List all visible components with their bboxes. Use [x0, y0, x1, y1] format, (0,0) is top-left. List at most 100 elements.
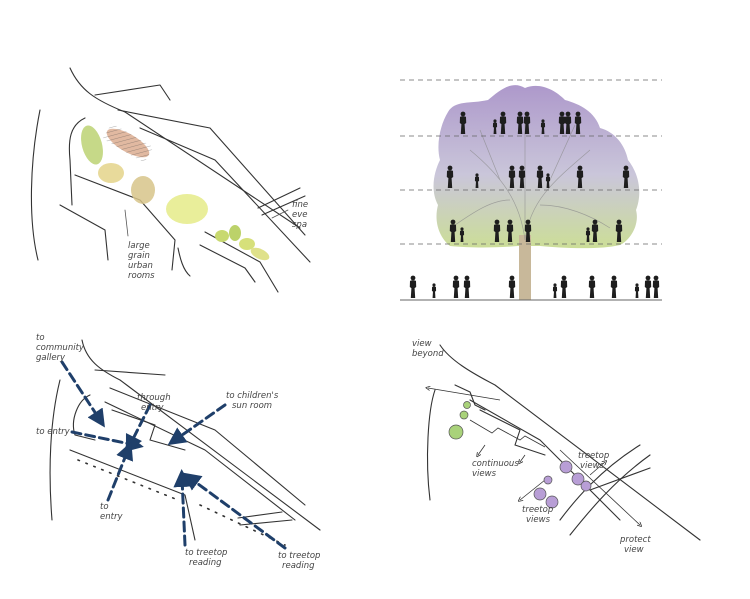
person-head [635, 283, 639, 287]
person-silhouette [523, 116, 531, 134]
label-treetop-reading: to treetop reading [278, 551, 323, 571]
site-plan-lines [426, 344, 701, 541]
person-head [559, 111, 565, 117]
large-grain-room [166, 194, 208, 224]
label-entry-bottom: to entry [100, 502, 123, 522]
person-silhouette [499, 116, 507, 134]
panel-tree-section [400, 79, 662, 301]
section-levels [400, 79, 662, 301]
person-silhouette [576, 170, 584, 188]
person-head [519, 165, 525, 171]
person-silhouette [545, 176, 551, 188]
person-head [460, 111, 466, 117]
person-head [493, 119, 497, 123]
person-silhouette [644, 280, 652, 298]
site-plan-lines [49, 339, 321, 541]
label-community-gallery: to community gallery [36, 333, 87, 363]
site-plan-lines [30, 67, 311, 293]
person-head [575, 111, 581, 117]
people-silhouettes [409, 111, 660, 298]
person-head [517, 111, 523, 117]
person-silhouette [564, 116, 572, 134]
panel-circulation: to community gallery to entry through en… [36, 333, 323, 571]
person-head [500, 111, 506, 117]
person-head [507, 219, 513, 225]
person-head [645, 275, 651, 281]
label-through-entry: through entry [137, 393, 173, 413]
person-head [525, 219, 531, 225]
large-grain-room [98, 163, 124, 183]
person-head [453, 275, 459, 281]
person-head [509, 275, 515, 281]
tree-trunk [519, 235, 531, 300]
person-head [589, 275, 595, 281]
person-silhouette [446, 170, 454, 188]
label-protected-view: protect view [619, 535, 653, 555]
purple-tree [545, 495, 559, 509]
person-silhouette [459, 230, 465, 242]
person-head [541, 119, 545, 123]
green-tree [448, 424, 464, 440]
person-head [565, 111, 571, 117]
panel-grain-diagram: large grain urban rooms fine eve spa [30, 67, 311, 293]
person-silhouette [518, 170, 526, 188]
person-silhouette [431, 286, 437, 298]
person-head [460, 227, 464, 231]
person-silhouette [508, 170, 516, 188]
purple-tree [533, 487, 547, 501]
person-silhouette [585, 230, 591, 242]
person-head [592, 219, 598, 225]
label-treetop-views: treetop views [578, 451, 612, 471]
person-silhouette [634, 286, 640, 298]
sightlines [428, 388, 640, 525]
label-fine-grain: fine eve spa [292, 200, 311, 230]
purple-tree [559, 460, 573, 474]
label-continuous-views: continuous views [472, 459, 521, 479]
person-head [577, 165, 583, 171]
person-silhouette [409, 280, 417, 298]
person-silhouette [540, 122, 546, 134]
panel-views: view beyond treetop views continuous vie… [412, 339, 701, 555]
person-silhouette [560, 280, 568, 298]
label-view-beyond: view beyond [412, 339, 444, 359]
person-silhouette [508, 280, 516, 298]
person-head [553, 283, 557, 287]
person-silhouette [492, 122, 498, 134]
person-head [524, 111, 530, 117]
person-silhouette [474, 176, 480, 188]
person-head [494, 219, 500, 225]
person-head [586, 227, 590, 231]
person-silhouette [615, 224, 623, 242]
tree-canopy [433, 85, 640, 249]
person-head [653, 275, 659, 281]
purple-tree [580, 480, 592, 492]
person-head [450, 219, 456, 225]
person-head [546, 173, 550, 177]
label-childrens-sun-room: to children's sun room [226, 391, 281, 411]
person-silhouette [452, 280, 460, 298]
person-silhouette [449, 224, 457, 242]
label-to-entry: to entry [36, 427, 71, 437]
person-head [561, 275, 567, 281]
large-grain-room-hatch [102, 123, 154, 163]
large-grain-room [81, 125, 103, 165]
large-grain-room [131, 176, 155, 204]
label-large-grain: large grain urban rooms [128, 241, 156, 281]
person-silhouette [591, 224, 599, 242]
fine-grain-room [239, 238, 255, 250]
person-head [623, 165, 629, 171]
person-silhouette [552, 286, 558, 298]
person-silhouette [493, 224, 501, 242]
person-head [475, 173, 479, 177]
fine-grain-room [215, 230, 229, 242]
person-head [410, 275, 416, 281]
person-silhouette [622, 170, 630, 188]
green-tree [463, 401, 471, 409]
purple-tree [571, 472, 585, 486]
person-silhouette [506, 224, 514, 242]
person-head [447, 165, 453, 171]
person-head [616, 219, 622, 225]
purple-tree [543, 475, 553, 485]
fine-grain-room [229, 225, 241, 241]
